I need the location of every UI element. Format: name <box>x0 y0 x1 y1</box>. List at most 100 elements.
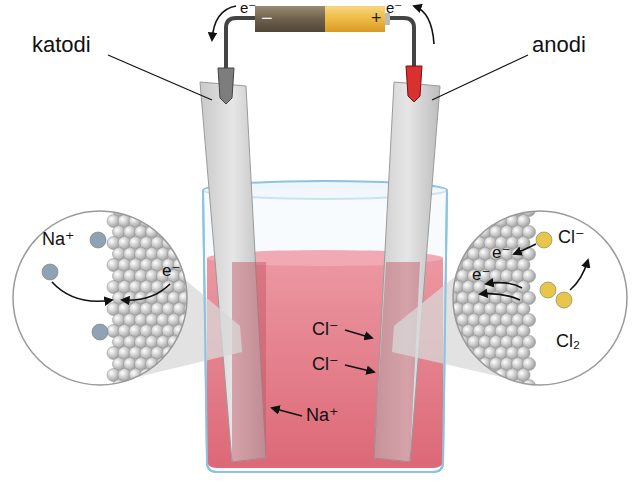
ion <box>540 282 556 298</box>
anode-submerged <box>374 262 420 462</box>
ion <box>90 232 106 248</box>
metal-atom <box>168 210 181 217</box>
ion-label: Cl⁻ <box>312 320 339 338</box>
magnifier-cone <box>104 211 242 385</box>
electron-arrow <box>212 6 236 40</box>
metal-atom <box>151 369 164 382</box>
metal-atom <box>457 226 470 239</box>
metal-atom <box>452 237 464 250</box>
particle-label: Cl₂ <box>556 332 580 350</box>
cathode-plate <box>200 82 266 462</box>
metal-atom <box>452 215 464 228</box>
magnified-anode: e⁻e⁻ Cl⁻ Cl₂ <box>452 210 628 386</box>
metal-atom <box>146 210 159 217</box>
battery-pole: + <box>371 9 382 27</box>
metal-atom <box>457 358 470 371</box>
battery-body <box>325 6 385 32</box>
ion-arrow <box>345 365 374 372</box>
metal-atom <box>462 369 475 382</box>
metal-atom <box>473 215 486 228</box>
reaction-arrow <box>570 260 588 290</box>
metal-atom <box>184 369 188 382</box>
wire <box>385 18 414 70</box>
reaction-arrow <box>122 284 170 300</box>
ion <box>536 232 552 248</box>
metal-atom <box>179 380 189 387</box>
metal-atom <box>168 358 181 371</box>
ion <box>42 264 58 280</box>
metal-atom <box>452 248 459 261</box>
electron-arrow <box>414 6 434 44</box>
anode-clip <box>406 66 422 102</box>
metal-atom <box>179 210 189 217</box>
reaction-arrow <box>480 294 520 300</box>
metal-atom <box>479 380 492 387</box>
metal-atom <box>452 369 464 382</box>
particle-label: e⁻ <box>472 266 490 283</box>
magnifier-cone <box>392 211 536 385</box>
metal-atom <box>490 210 503 217</box>
metal-atom <box>184 237 188 250</box>
electron-label: e⁻ <box>386 0 402 15</box>
ion-arrow <box>272 408 302 416</box>
electrode-name: katodi <box>32 34 91 56</box>
metal-atom <box>184 215 188 228</box>
particle-label: e⁻ <box>492 244 510 261</box>
electrode-name: anodi <box>532 34 586 56</box>
ion <box>92 324 108 340</box>
metal-atom <box>179 248 189 261</box>
anode-plate <box>374 82 440 462</box>
metal-atom <box>468 380 481 387</box>
metal-atom <box>184 325 188 338</box>
metal-atom <box>468 210 481 217</box>
metal-atom <box>452 380 459 387</box>
metal-atom <box>184 347 188 360</box>
metal-atom <box>162 215 175 228</box>
metal-atom <box>173 347 186 360</box>
ion <box>556 292 572 308</box>
particle-label: e⁻ <box>162 262 180 279</box>
ion-label: Cl⁻ <box>312 355 339 373</box>
particle-label: Na⁺ <box>42 230 75 248</box>
ion-label: Na⁺ <box>306 406 339 424</box>
metal-atom <box>452 226 459 239</box>
metal-atom <box>135 380 148 387</box>
magnifier-circle <box>13 211 187 385</box>
metal-atom <box>173 237 186 250</box>
metal-atom <box>179 336 189 349</box>
metal-atom <box>457 210 470 217</box>
metal-atom <box>157 210 170 217</box>
metal-atom <box>173 215 186 228</box>
battery: −+ <box>255 6 385 32</box>
reaction-arrow <box>514 244 536 254</box>
salt-solution <box>207 258 443 468</box>
cathode-clip <box>218 68 234 104</box>
metal-atom <box>473 369 486 382</box>
metal-atom <box>179 358 189 371</box>
metal-atom <box>452 347 464 360</box>
metal-atom <box>168 380 181 387</box>
metal-atom <box>135 210 148 217</box>
metal-atom <box>457 380 470 387</box>
particle-label: Cl⁻ <box>558 228 585 246</box>
ion-arrow <box>345 330 372 338</box>
metal-atom <box>184 259 188 272</box>
metal-atom <box>452 336 459 349</box>
battery-pole: − <box>261 8 273 28</box>
reaction-arrow <box>486 283 522 288</box>
metal-atom <box>146 380 159 387</box>
wire <box>226 18 255 72</box>
magnified-cathode: Na⁺ e⁻ <box>12 210 188 386</box>
metal-atom <box>157 358 170 371</box>
metal-atom <box>462 215 475 228</box>
metal-atom <box>490 380 503 387</box>
metal-atom <box>151 215 164 228</box>
reaction-arrow <box>52 282 112 301</box>
metal-atom <box>479 210 492 217</box>
cathode-submerged <box>232 262 266 462</box>
metal-atom <box>157 380 170 387</box>
magnifier-rim <box>13 211 187 385</box>
magnifier-circle <box>453 211 627 385</box>
magnifier-shape <box>452 210 628 386</box>
battery-body <box>255 6 325 32</box>
